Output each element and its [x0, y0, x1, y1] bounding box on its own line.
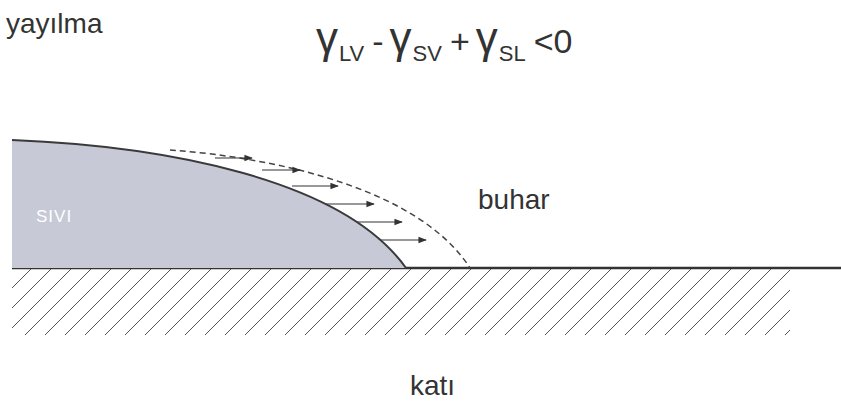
hatch-line: [500, 269, 572, 335]
liquid-shape: [12, 138, 406, 269]
liquid-outline: [12, 140, 406, 268]
hatch-line: [160, 269, 232, 335]
hatch-line: [540, 269, 612, 335]
liquid-label: SIVI: [36, 208, 72, 225]
spread-arrow: [215, 157, 252, 158]
hatch-line: [240, 269, 312, 335]
hatch-line: [140, 269, 212, 335]
subscript: SL: [499, 43, 526, 65]
hatch-line: [80, 269, 152, 335]
hatch-line: [300, 269, 372, 335]
hatch-line: [700, 269, 772, 335]
hatch-line: [600, 269, 672, 335]
vapor-label: buhar: [478, 186, 550, 214]
hatch-line: [360, 269, 432, 335]
hatch-line: [180, 269, 252, 335]
equation-term: γ: [476, 16, 498, 60]
hatch-line: [20, 269, 92, 335]
hatch-line: [760, 269, 790, 335]
hatch-line: [620, 269, 692, 335]
hatch-line: [580, 269, 652, 335]
equation-term: γ: [316, 16, 338, 60]
hatch-line: [640, 269, 712, 335]
hatch-line: [520, 269, 592, 335]
equation-term: -: [372, 24, 383, 58]
liquid-drop: SIVI: [12, 138, 406, 269]
spreading-condition: γLV-γSV+γSL<0: [316, 16, 579, 60]
hatch-line: [740, 269, 790, 335]
hatch-line: [380, 269, 452, 335]
subscript: SV: [413, 43, 442, 65]
hatch-line: [12, 269, 72, 335]
hatch-line: [400, 269, 472, 335]
hatch-line: [280, 269, 352, 335]
spread-arrow: [292, 185, 338, 186]
hatch-line: [120, 269, 192, 335]
hatch-line: [420, 269, 492, 335]
hatch-line: [780, 269, 790, 335]
hatch-line: [200, 269, 272, 335]
subscript: LV: [339, 43, 364, 65]
hatch-line: [40, 269, 112, 335]
hatch-line: [340, 269, 412, 335]
hatch-line: [460, 269, 532, 335]
hatch-line: [220, 269, 292, 335]
hatch-line: [260, 269, 332, 335]
hatch-line: [480, 269, 552, 335]
equation-term: +: [450, 24, 470, 58]
liquid-fill: [12, 140, 406, 268]
title: yayılma: [6, 10, 102, 38]
hatch-line: [560, 269, 632, 335]
hatch-line: [660, 269, 732, 335]
hatch-line: [680, 269, 752, 335]
solid-label: katı: [410, 372, 455, 400]
hatch-line: [12, 269, 52, 335]
spread-arrow: [262, 169, 300, 170]
hatch-line: [440, 269, 512, 335]
hatch-line: [60, 269, 132, 335]
equation-term: <0: [534, 24, 573, 58]
hatch-line: [320, 269, 392, 335]
solid-hatching: [12, 269, 790, 335]
equation-term: γ: [390, 16, 412, 60]
hatch-line: [100, 269, 172, 335]
